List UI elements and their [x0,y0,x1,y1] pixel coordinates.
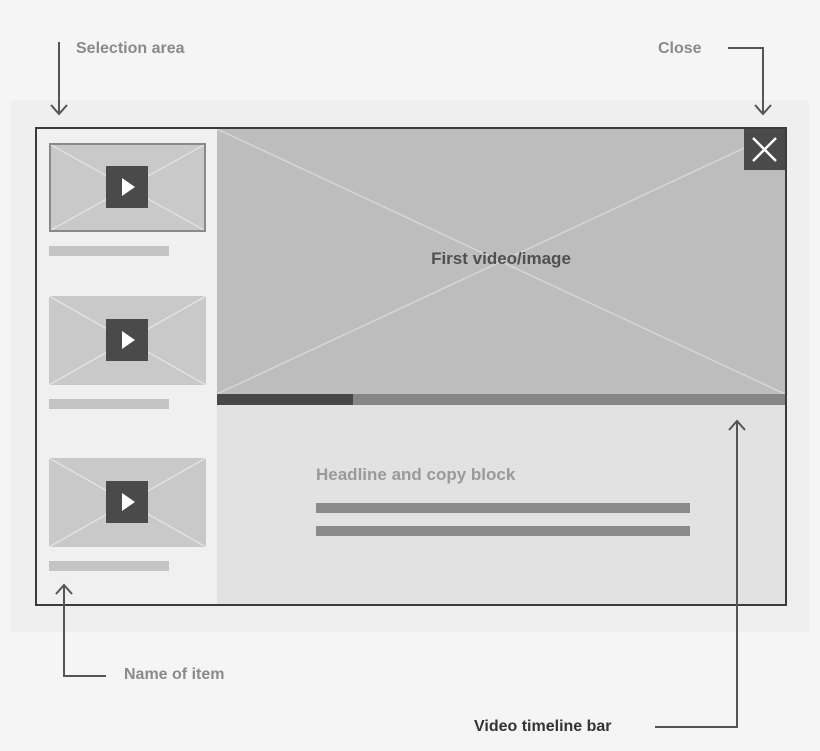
name-of-item-label: Name of item [124,666,225,683]
item-name-placeholder [49,246,169,256]
content-panel: Headline and copy block [217,405,785,604]
image-placeholder-icon [217,129,785,394]
timeline-progress [217,394,354,405]
selection-area [37,129,217,604]
item-name-placeholder [49,399,169,409]
copy-line [316,503,690,513]
play-icon[interactable] [106,166,148,208]
play-icon[interactable] [106,319,148,361]
play-icon[interactable] [106,481,148,523]
close-label: Close [658,40,702,57]
main-video-label: First video/image [431,249,571,268]
video-modal: First video/image Headline and copy bloc… [35,127,787,606]
selection-area-label: Selection area [76,40,185,57]
close-icon [752,137,777,162]
thumbnail-item-3[interactable] [49,458,206,547]
video-timeline-bar[interactable] [217,394,785,405]
thumbnail-item-2[interactable] [49,296,206,385]
copy-line [316,526,690,536]
video-timeline-bar-label: Video timeline bar [474,718,612,735]
main-video[interactable]: First video/image [217,129,785,394]
item-name-placeholder [49,561,169,571]
close-button[interactable] [744,129,785,170]
headline: Headline and copy block [316,465,516,484]
thumbnail-item-1[interactable] [49,143,206,232]
